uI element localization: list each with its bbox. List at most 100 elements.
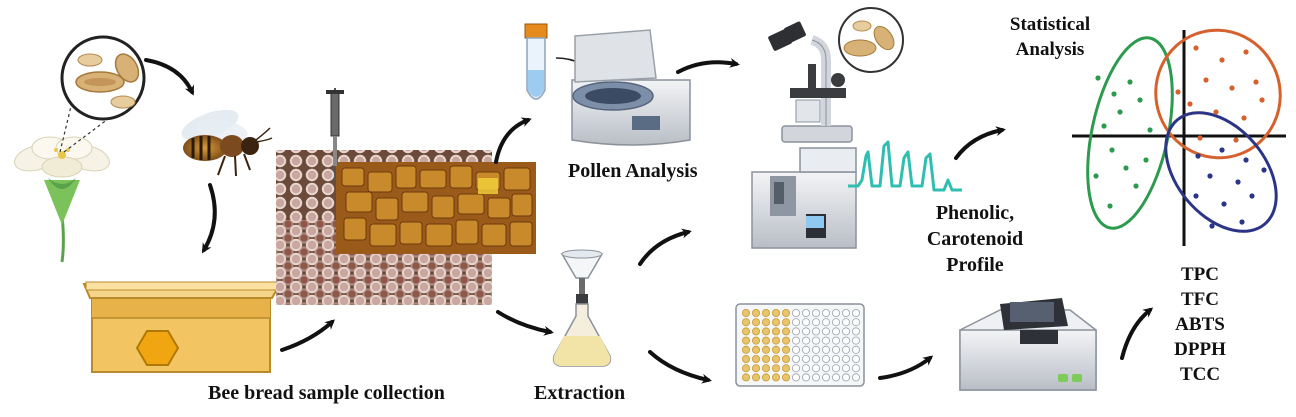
plate-well bbox=[772, 336, 781, 345]
plate-well bbox=[762, 354, 771, 363]
plate-well bbox=[752, 364, 761, 373]
plate-well bbox=[752, 336, 761, 345]
pca-point bbox=[1221, 201, 1227, 207]
plate-well bbox=[852, 336, 861, 345]
plate-well bbox=[852, 373, 861, 382]
assay-item: TCC bbox=[1179, 364, 1221, 385]
pca-point bbox=[1197, 135, 1203, 141]
plate-well bbox=[752, 308, 761, 317]
plate-well bbox=[782, 327, 791, 336]
pca-point bbox=[1219, 57, 1225, 63]
plate-well bbox=[842, 373, 851, 382]
plate-well bbox=[752, 373, 761, 382]
plate-well bbox=[742, 308, 751, 317]
pca-point bbox=[1109, 147, 1115, 153]
plate-well bbox=[832, 354, 841, 363]
plate-well bbox=[772, 373, 781, 382]
collection-label: Bee bread sample collection bbox=[208, 382, 445, 404]
assay-item: ABTS bbox=[1175, 314, 1225, 335]
plate-well bbox=[802, 345, 811, 354]
pca-point bbox=[1209, 223, 1215, 229]
plate-well bbox=[792, 373, 801, 382]
plate-well bbox=[742, 318, 751, 327]
arrow-bee-to-hive bbox=[201, 183, 217, 254]
plate-well bbox=[822, 364, 831, 373]
honeycomb-photo bbox=[276, 150, 536, 305]
plate-well bbox=[762, 373, 771, 382]
pca-point bbox=[1253, 79, 1259, 85]
pca-point bbox=[1193, 45, 1199, 51]
plate-well bbox=[742, 336, 751, 345]
plate-well bbox=[842, 318, 851, 327]
plate-well bbox=[812, 354, 821, 363]
arrow-plate-to-reader bbox=[878, 355, 934, 380]
plate-well bbox=[782, 364, 791, 373]
plate-well bbox=[782, 345, 791, 354]
pca-point bbox=[1123, 165, 1129, 171]
pca-point bbox=[1187, 101, 1193, 107]
plate-well bbox=[782, 373, 791, 382]
pca-point bbox=[1235, 179, 1241, 185]
plate-well bbox=[792, 345, 801, 354]
plate-well bbox=[812, 327, 821, 336]
plate-well bbox=[812, 308, 821, 317]
chromatogram-icon bbox=[848, 140, 962, 192]
plate-well bbox=[822, 336, 831, 345]
plate-well bbox=[812, 345, 821, 354]
plate-well bbox=[852, 345, 861, 354]
syringe-icon bbox=[326, 88, 344, 180]
statistical-analysis-label: Statistical Analysis bbox=[988, 12, 1112, 62]
beehive-icon bbox=[82, 281, 282, 373]
pca-point bbox=[1233, 137, 1239, 143]
plate-well bbox=[772, 318, 781, 327]
plate-well bbox=[802, 364, 811, 373]
plate-well bbox=[752, 318, 761, 327]
pca-plot bbox=[1072, 28, 1286, 246]
plate-well bbox=[772, 327, 781, 336]
profile-line: Profile bbox=[946, 254, 1004, 276]
pca-point bbox=[1259, 97, 1265, 103]
plate-well bbox=[742, 373, 751, 382]
plate-well bbox=[822, 327, 831, 336]
pca-point bbox=[1095, 75, 1101, 81]
phenolic-carotenoid-label: Phenolic, Carotenoid Profile bbox=[910, 200, 1040, 278]
plate-well bbox=[842, 336, 851, 345]
plate-well bbox=[752, 354, 761, 363]
plate-well bbox=[832, 373, 841, 382]
pca-point bbox=[1229, 85, 1235, 91]
statistical-line: Statistical bbox=[1009, 14, 1091, 35]
cluster-ellipse-navy bbox=[1164, 111, 1278, 233]
plate-well bbox=[812, 364, 821, 373]
plate-well bbox=[822, 345, 831, 354]
plate-well bbox=[792, 354, 801, 363]
pca-point bbox=[1117, 109, 1123, 115]
plate-well bbox=[792, 364, 801, 373]
plate-well bbox=[822, 308, 831, 317]
plate-reader-icon bbox=[959, 298, 1097, 391]
pca-point bbox=[1243, 49, 1249, 55]
plate-well bbox=[802, 354, 811, 363]
arrow-comb-to-centrifuge bbox=[494, 117, 532, 164]
plate-well bbox=[782, 354, 791, 363]
arrow-hplc-to-stats bbox=[954, 126, 1006, 160]
pollen-magnifier-icon bbox=[60, 35, 146, 121]
pca-point bbox=[1127, 79, 1133, 85]
pca-point bbox=[1241, 115, 1247, 121]
funnel-flask-icon bbox=[552, 249, 612, 367]
carotenoid-line: Carotenoid bbox=[926, 228, 1024, 250]
plate-well bbox=[762, 318, 771, 327]
arrow-pollen-to-bee bbox=[144, 58, 195, 96]
pca-point bbox=[1207, 173, 1213, 179]
plate-well bbox=[792, 327, 801, 336]
plate-well bbox=[832, 318, 841, 327]
plate-well bbox=[832, 327, 841, 336]
pca-point bbox=[1107, 203, 1113, 209]
plate-well bbox=[822, 354, 831, 363]
pca-point bbox=[1137, 97, 1143, 103]
plate-well bbox=[852, 308, 861, 317]
pca-point bbox=[1143, 157, 1149, 163]
plate-well bbox=[782, 318, 791, 327]
arrow-extraction-to-plate bbox=[648, 350, 712, 384]
plate-well bbox=[742, 354, 751, 363]
